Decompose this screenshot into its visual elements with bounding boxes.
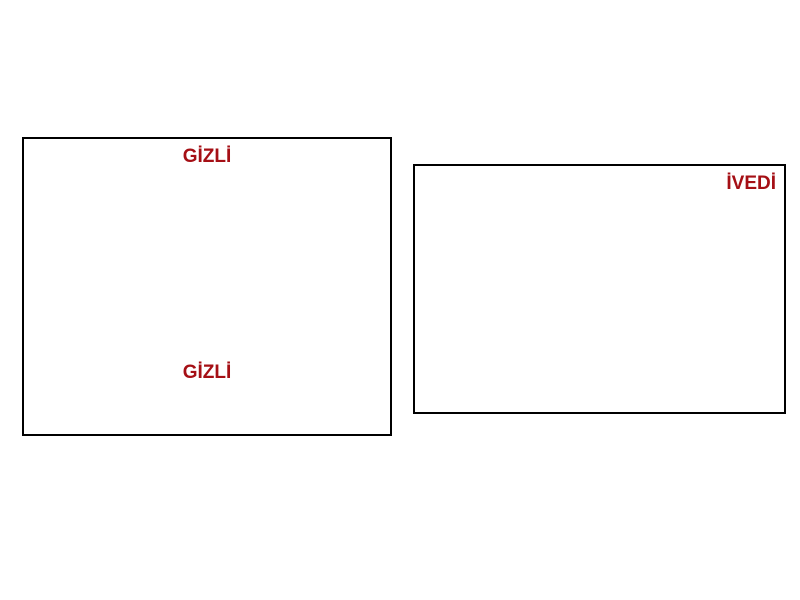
classified-document-frame: GİZLİ GİZLİ — [22, 137, 392, 436]
classification-footer-marking: GİZLİ — [182, 362, 232, 383]
urgency-marking: İVEDİ — [726, 173, 776, 194]
urgent-document-frame: İVEDİ — [413, 164, 786, 414]
classification-header-marking: GİZLİ — [182, 146, 232, 167]
